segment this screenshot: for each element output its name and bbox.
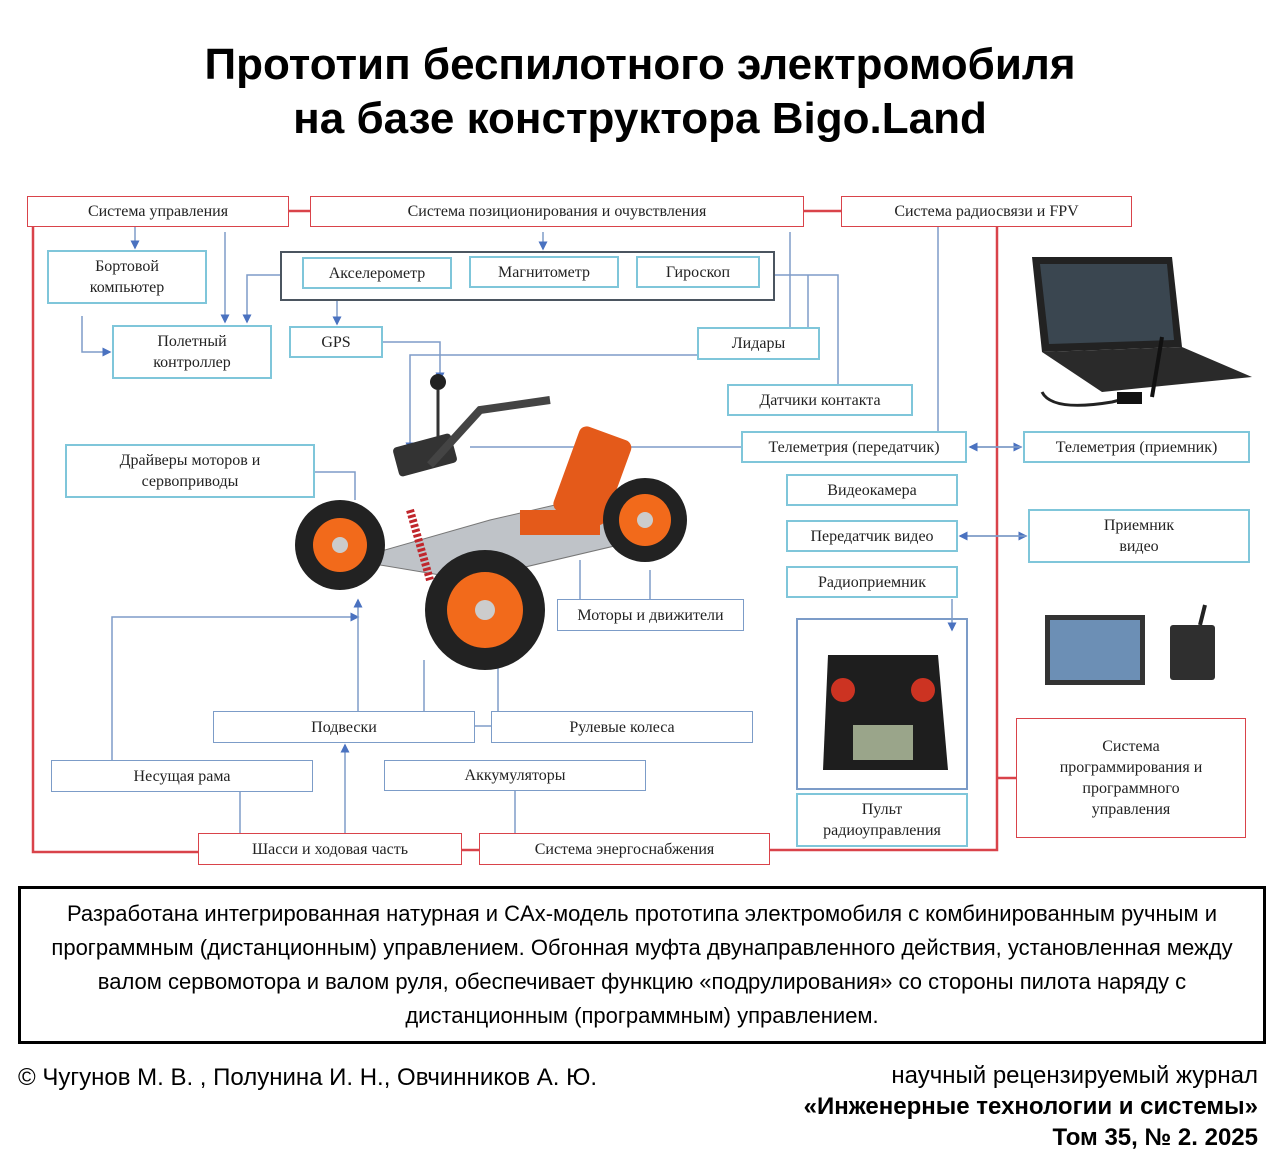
- title-line-2: на базе конструктора Bigo.Land: [293, 94, 987, 143]
- power-system-box: Система энергоснабжения: [479, 833, 770, 865]
- positioning-system-box: Система позиционирования и очувствления: [310, 196, 804, 227]
- laptop-image: [1032, 257, 1252, 407]
- remote-control-image: [823, 655, 948, 770]
- telemetry-transmitter-box: Телеметрия (передатчик): [741, 431, 967, 463]
- accelerometer-box: Акселерометр: [302, 257, 452, 289]
- video-monitor-image: [1045, 604, 1215, 685]
- vehicle-image: [295, 374, 687, 670]
- motor-drivers-box: Драйверы моторов и сервоприводы: [65, 444, 315, 498]
- chassis-box: Шасси и ходовая часть: [198, 833, 462, 865]
- radio-system-box: Система радиосвязи и FPV: [841, 196, 1132, 227]
- onboard-computer-box: Бортовой компьютер: [47, 250, 207, 304]
- abstract-text: Разработана интегрированная натурная и C…: [18, 886, 1266, 1044]
- journal-line-1: научный рецензируемый журнал: [891, 1062, 1258, 1089]
- motors-box: Моторы и движители: [557, 599, 744, 631]
- telemetry-receiver-box: Телеметрия (приемник): [1023, 431, 1250, 463]
- title-line-1: Прототип беспилотного электромобиля: [204, 40, 1076, 89]
- gyroscope-box: Гироскоп: [636, 256, 760, 288]
- remote-control-box: Пульт радиоуправления: [796, 793, 968, 847]
- video-receiver-box: Приемник видео: [1028, 509, 1250, 563]
- sensor-group: [280, 251, 775, 301]
- flight-controller-box: Полетный контроллер: [112, 325, 272, 379]
- control-system-box: Система управления: [27, 196, 289, 227]
- suspensions-box: Подвески: [213, 711, 475, 743]
- programming-system-box: Система программирования и программного …: [1016, 718, 1246, 838]
- journal-name: «Инженерные технологии и системы»: [803, 1093, 1258, 1120]
- issue: Том 35, № 2. 2025: [1052, 1124, 1258, 1151]
- gps-box: GPS: [289, 326, 383, 358]
- authors: © Чугунов М. В. , Полунина И. Н., Овчинн…: [18, 1064, 598, 1091]
- remote-image-frame: [796, 618, 968, 790]
- frame-box: Несущая рама: [51, 760, 313, 792]
- video-camera-box: Видеокамера: [786, 474, 958, 506]
- batteries-box: Аккумуляторы: [384, 760, 646, 791]
- steering-wheels-box: Рулевые колеса: [491, 711, 753, 743]
- video-transmitter-box: Передатчик видео: [786, 520, 958, 552]
- lidars-box: Лидары: [697, 327, 820, 360]
- contact-sensors-box: Датчики контакта: [727, 384, 913, 416]
- magnetometer-box: Магнитометр: [469, 256, 619, 288]
- radio-receiver-box: Радиоприемник: [786, 566, 958, 598]
